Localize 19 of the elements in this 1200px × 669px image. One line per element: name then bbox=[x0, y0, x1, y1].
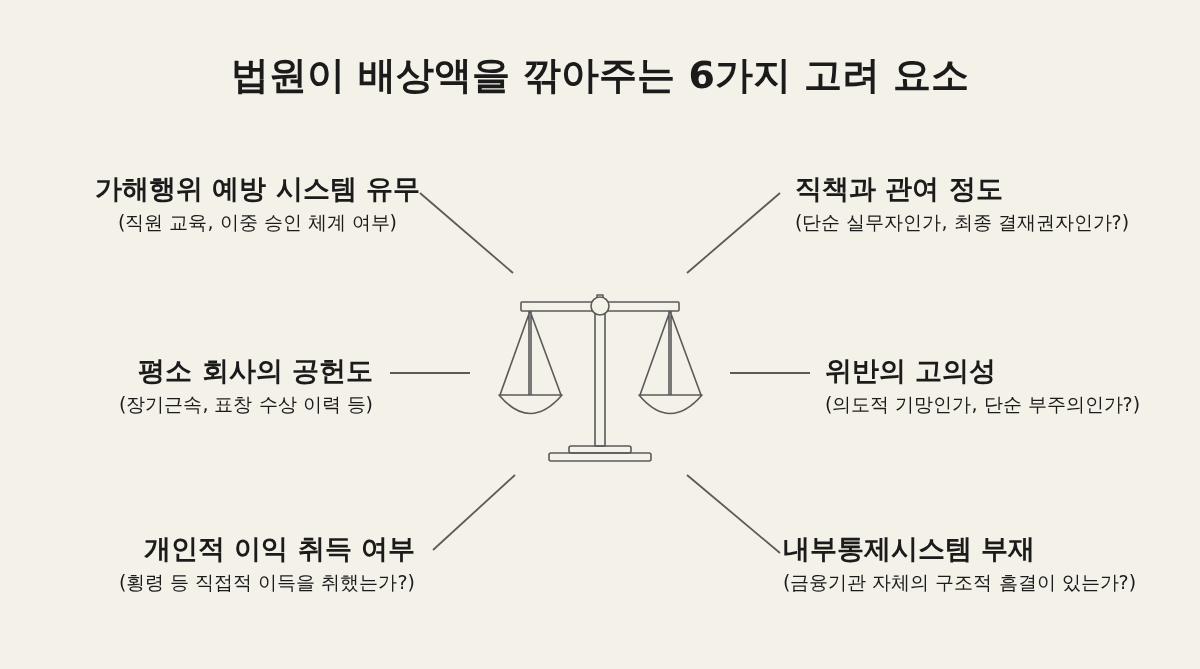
factor-heading: 위반의 고의성 bbox=[825, 353, 997, 388]
factor-note: (단순 실무자인가, 최종 결재권자인가?) bbox=[795, 209, 1130, 235]
leader-line bbox=[729, 372, 811, 374]
factor-heading: 평소 회사의 공헌도 bbox=[138, 353, 373, 388]
factor-heading: 내부통제시스템 부재 bbox=[783, 531, 1036, 566]
factor-note: (금융기관 자체의 구조적 흠결이 있는가?) bbox=[783, 569, 1137, 595]
factor-heading: 직책과 관여 정도 bbox=[795, 171, 1003, 206]
leader-line bbox=[419, 192, 514, 274]
factor-note: (횡령 등 직접적 이득을 취했는가?) bbox=[118, 569, 415, 595]
factor-heading: 가해행위 예방 시스템 유무 bbox=[94, 171, 421, 206]
factor-heading: 개인적 이익 취득 여부 bbox=[143, 531, 415, 566]
factor-note: (직원 교육, 이중 승인 체계 여부) bbox=[117, 209, 398, 235]
leader-line bbox=[686, 192, 781, 274]
leader-line bbox=[389, 372, 471, 374]
factor-note: (장기근속, 표창 수상 이력 등) bbox=[118, 391, 373, 417]
title: 법원이 배상액을 깎아주는 6가지 고려 요소 bbox=[230, 52, 970, 99]
leader-line bbox=[686, 474, 781, 554]
factor-note: (의도적 기망인가, 단순 부주의인가?) bbox=[825, 391, 1141, 417]
leader-line bbox=[432, 474, 516, 551]
